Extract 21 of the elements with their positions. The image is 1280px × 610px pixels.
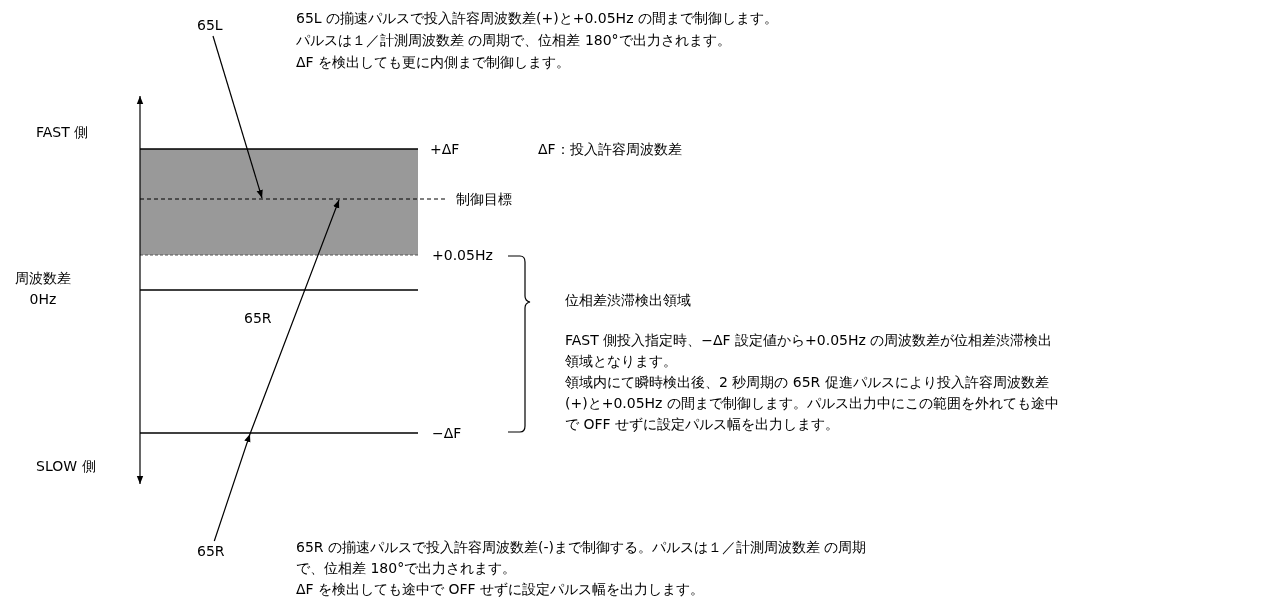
text-label: パルスは１／計測周波数差 の周期で、位相差 180°で出力されます。 — [296, 31, 731, 50]
callout-label: 65L — [197, 15, 223, 36]
text-label: FAST 側 — [36, 123, 89, 142]
text-label: +0.05Hz — [432, 246, 493, 265]
callout-label: 65R — [197, 541, 225, 562]
text-label: ΔF を検出しても更に内側まで制御します。 — [296, 53, 571, 72]
text-label: FAST 側投入指定時、−ΔF 設定値から+0.05Hz の周波数差が位相差渋滞検出領域となります。 — [565, 331, 1054, 371]
text-label: 65L の揃速パルスで投入許容周波数差(+)と+0.05Hz の間まで制御します。 — [296, 9, 778, 28]
text-label: ΔF：投入許容周波数差 — [538, 140, 682, 159]
leader-arrow — [212, 35, 263, 199]
leader-arrow — [213, 199, 340, 542]
text-label: 位相差渋滞検出領域 — [565, 291, 691, 310]
text-label: ΔF を検出しても途中で OFF せずに設定パルス幅を出力します。 — [296, 580, 705, 599]
text-label: 65R — [244, 309, 272, 328]
text-label: 周波数差 0Hz — [14, 269, 72, 309]
text-label: 領域内にて瞬時検出後、2 秒周期の 65R 促進パルスにより投入許容周波数差(+)と+0.05Hz の間まで制御します。パルス出力中にこの範囲を外れても途中で OFF せずに設定パルス幅を出力します。 — [565, 373, 1060, 434]
text-label: 制御目標 — [456, 190, 512, 209]
text-label: +ΔF — [430, 140, 460, 159]
text-label: −ΔF — [432, 424, 462, 443]
text-label: 65R の揃速パルスで投入許容周波数差(-)まで制御する。パルスは１／計測周波数差 の周期で、位相差 180°で出力されます。 — [296, 538, 868, 578]
text-label: SLOW 側 — [36, 457, 96, 476]
